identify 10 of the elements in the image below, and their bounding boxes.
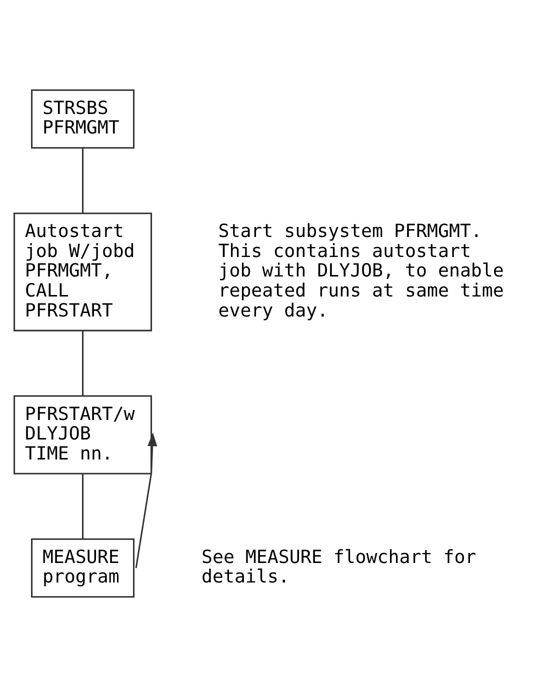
connector (82, 148, 84, 214)
node-box: MEASURE program (31, 538, 135, 598)
node-box: PFRSTART/w DLYJOB TIME nn. (14, 395, 152, 474)
node-label: See MEASURE flowchart for details. (201, 546, 476, 588)
connector (82, 330, 84, 396)
node-label: Start subsystem PFRMGMT. This contains autostart job with DLYJOB, to enable repeated runs at same time every day. (218, 221, 504, 322)
node-box: STRSBS PFRMGMT (31, 89, 135, 149)
arrow (135, 432, 158, 568)
connector (82, 474, 84, 539)
node-box: Autostart job W/jobd PFRMGMT, CALL PFRSTART (14, 212, 152, 332)
